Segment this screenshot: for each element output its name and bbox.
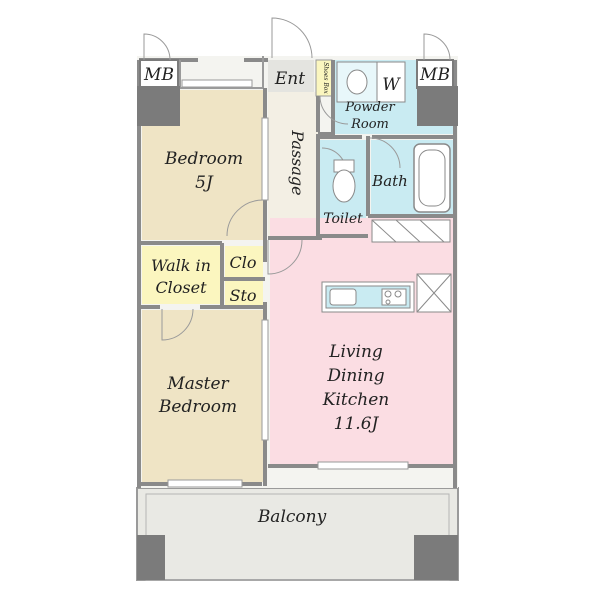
clo-label: Clo (230, 253, 257, 272)
corner-pillar-right (417, 86, 458, 126)
bedroom-size: 5J (195, 173, 214, 193)
room-sto[interactable] (225, 281, 263, 307)
door-passage-to-ldk-swing (267, 239, 303, 275)
ldk-line1: Living (328, 342, 383, 362)
ldk-size: 11.6J (334, 414, 380, 434)
walk-in-closet-line2: Closet (155, 278, 207, 297)
balcony-pillar-right (414, 535, 458, 580)
walk-in-closet-line1: Walk in (151, 256, 211, 275)
room-ldk[interactable] (270, 218, 453, 464)
storage-shelves (371, 219, 451, 243)
balcony-area[interactable] (136, 487, 459, 581)
passage-label: Passage (288, 129, 307, 195)
mb-left-box[interactable] (139, 59, 179, 89)
room-entrance[interactable] (268, 60, 314, 92)
washbasin-counter (336, 61, 378, 103)
doors (143, 17, 451, 341)
powder-room-line2: Room (350, 117, 389, 132)
door-master-swing (161, 308, 194, 341)
bath-label: Bath (371, 172, 408, 190)
door-bath-swing (369, 137, 401, 169)
balcony-pillar-left (137, 535, 165, 580)
balcony-label: Balcony (257, 507, 327, 527)
mb-right-box[interactable] (416, 59, 454, 89)
door-mb-left-swing (143, 33, 171, 61)
washer-label: W (382, 75, 401, 95)
master-bedroom-line2: Bedroom (158, 397, 237, 417)
ldk-line3: Kitchen (322, 390, 389, 410)
room-walk-in-closet[interactable] (142, 246, 221, 304)
kitchen-counter (321, 281, 415, 313)
powder-room-line1: Powder (344, 100, 395, 115)
mb-right-label: MB (419, 65, 450, 85)
room-master-bedroom[interactable] (142, 310, 263, 482)
master-bedroom-line1: Master (166, 374, 229, 394)
door-mb-right-swing (423, 33, 451, 61)
washing-machine-space (376, 61, 406, 103)
toilet-bowl (332, 159, 356, 203)
fridge-space (416, 273, 452, 313)
door-powder-swing (319, 95, 349, 125)
bedroom-name: Bedroom (164, 149, 243, 169)
toilet-label: Toilet (323, 211, 363, 227)
sto-label: Sto (229, 286, 256, 305)
door-bedroom-swing (226, 199, 264, 237)
bathtub (413, 143, 451, 213)
room-passage[interactable] (268, 92, 318, 236)
windows (167, 79, 409, 488)
mb-left-label: MB (143, 65, 174, 85)
shoes-box-label: Shoes Box (322, 62, 329, 94)
ldk-line2: Dining (326, 366, 384, 386)
door-entrance-swing (271, 17, 313, 59)
upper-shell (179, 56, 264, 89)
corner-pillar-left (137, 86, 180, 126)
room-clo[interactable] (225, 246, 263, 277)
entrance-label: Ent (274, 69, 305, 89)
